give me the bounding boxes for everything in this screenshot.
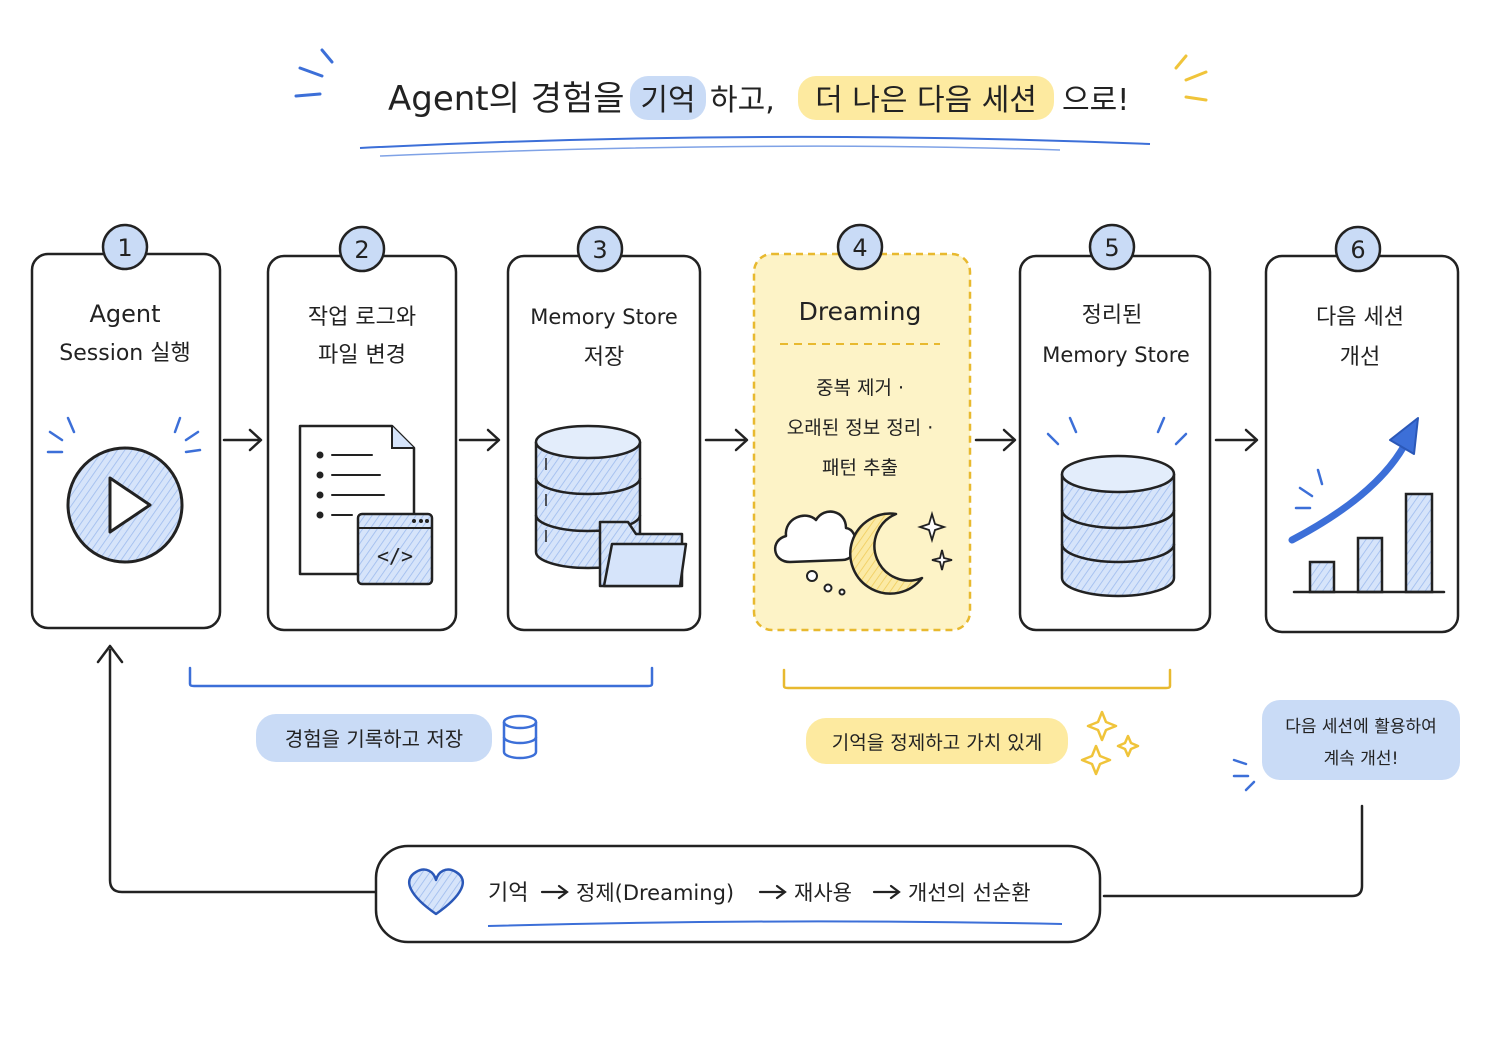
step-2-badge — [338, 225, 386, 273]
step-3-title-line2: 저장 — [584, 345, 624, 370]
label-refine-text: 기억을 정제하고 가치 있게 — [832, 732, 1042, 754]
title-highlight-blue — [630, 76, 706, 120]
label-reuse-line2: 계속 개선! — [1324, 749, 1399, 769]
label-record-text: 경험을 기록하고 저장 — [285, 727, 463, 751]
document-code-icon: </> — [298, 424, 434, 586]
growth-chart-icon — [1288, 417, 1446, 594]
cycle-word-2: 정제(Dreaming) — [576, 881, 734, 905]
title-underline — [359, 135, 1151, 149]
step-5-title-line1: 정리된 — [1082, 303, 1143, 328]
step-5: 5 정리된 Memory Store — [1018, 223, 1212, 632]
label-record: 경험을 기록하고 저장 — [256, 714, 538, 762]
flow-arrows — [222, 428, 1259, 452]
spark-small-icon — [1232, 758, 1256, 792]
step-3: 3 Memory Store 저장 — [506, 225, 702, 632]
spark-left-icon — [294, 48, 334, 98]
cycle-arrow-2 — [758, 884, 787, 900]
small-database-icon — [502, 714, 538, 760]
step-4: 4 Dreaming 중복 제거 · 오래된 정보 정리 · 패턴 추출 — [752, 223, 972, 632]
step-3-title-line1: Memory Store — [530, 305, 678, 329]
step-2: 2 작업 로그와 파일 변경 </> — [266, 225, 458, 632]
step-1: 1 Agent Session 실행 — [30, 223, 222, 630]
label-reuse: 다음 세션에 활용하여 계속 개선! — [1232, 700, 1460, 792]
step-4-desc-line2: 오래된 정보 정리 · — [787, 417, 934, 439]
step-6-title-line2: 개선 — [1340, 345, 1380, 370]
cycle-word-4: 개선의 선순환 — [908, 881, 1031, 905]
step-6-number: 6 — [1350, 236, 1365, 264]
title-highlight2: 더 나은 다음 세션 — [815, 83, 1037, 118]
database-icon — [1046, 416, 1188, 598]
step-4-badge — [836, 223, 884, 271]
step-1-number: 1 — [117, 234, 132, 262]
loop-line-right — [1102, 804, 1364, 898]
step-1-title-line1: Agent — [89, 300, 160, 328]
step-6-title-line1: 다음 세션 — [1316, 305, 1404, 330]
step-6: 6 다음 세션 개선 — [1264, 225, 1460, 634]
title: Agent의 경험을 기억 하고, 더 나은 다음 세션 으로! — [294, 48, 1208, 157]
cycle-arrow-3 — [872, 884, 901, 900]
label-reuse-line1: 다음 세션에 활용하여 — [1285, 717, 1437, 737]
step-2-title-line1: 작업 로그와 — [308, 305, 416, 330]
heart-icon — [407, 868, 465, 916]
cycle-word-1: 기억 — [488, 881, 528, 906]
title-part1: Agent의 경험을 — [388, 79, 625, 119]
arrow-1-2 — [222, 428, 263, 452]
arrow-3-4 — [704, 428, 749, 452]
step-5-badge — [1088, 223, 1136, 271]
step-1-title-line2: Session 실행 — [59, 341, 190, 366]
arrow-2-3 — [458, 428, 501, 452]
step-2-title-line2: 파일 변경 — [318, 343, 406, 368]
step-3-number: 3 — [592, 236, 607, 264]
cycle-box: 기억 정제(Dreaming) 재사용 개선의 선순환 — [374, 844, 1102, 944]
loop-line-left — [108, 648, 378, 894]
step-6-badge — [1334, 225, 1382, 273]
step-4-title: Dreaming — [799, 297, 922, 326]
title-part3: 으로! — [1062, 83, 1129, 118]
database-folder-icon — [534, 424, 688, 588]
svg-text:</>: </> — [377, 544, 413, 568]
bracket-record — [188, 666, 654, 688]
loop-arrowhead — [96, 644, 124, 664]
title-highlight-yellow — [798, 76, 1054, 120]
feedback-loop — [96, 644, 1364, 898]
step-4-desc-line3: 패턴 추출 — [822, 457, 898, 479]
step-3-badge — [576, 225, 624, 273]
spark-right-icon — [1174, 54, 1208, 102]
step-5-number: 5 — [1104, 234, 1119, 262]
sparkle-icon — [1080, 710, 1140, 776]
arrow-4-5 — [974, 428, 1017, 452]
bracket-refine — [782, 668, 1172, 690]
cycle-arrow-1 — [540, 884, 569, 900]
step-5-title-line2: Memory Store — [1042, 343, 1190, 367]
step-1-badge — [101, 223, 149, 271]
label-refine: 기억을 정제하고 가치 있게 — [806, 710, 1140, 776]
play-icon — [46, 416, 202, 564]
arrow-5-6 — [1214, 428, 1259, 452]
step-4-number: 4 — [852, 234, 867, 262]
cycle-word-3: 재사용 — [794, 881, 852, 905]
cycle-underline — [487, 920, 1063, 927]
step-2-number: 2 — [354, 236, 369, 264]
step-4-desc-line1: 중복 제거 · — [816, 377, 904, 399]
title-part2: 하고, — [710, 83, 775, 118]
title-underline-2 — [379, 145, 1061, 157]
title-highlight1: 기억 — [640, 83, 695, 118]
cloud-moon-icon — [774, 510, 953, 596]
